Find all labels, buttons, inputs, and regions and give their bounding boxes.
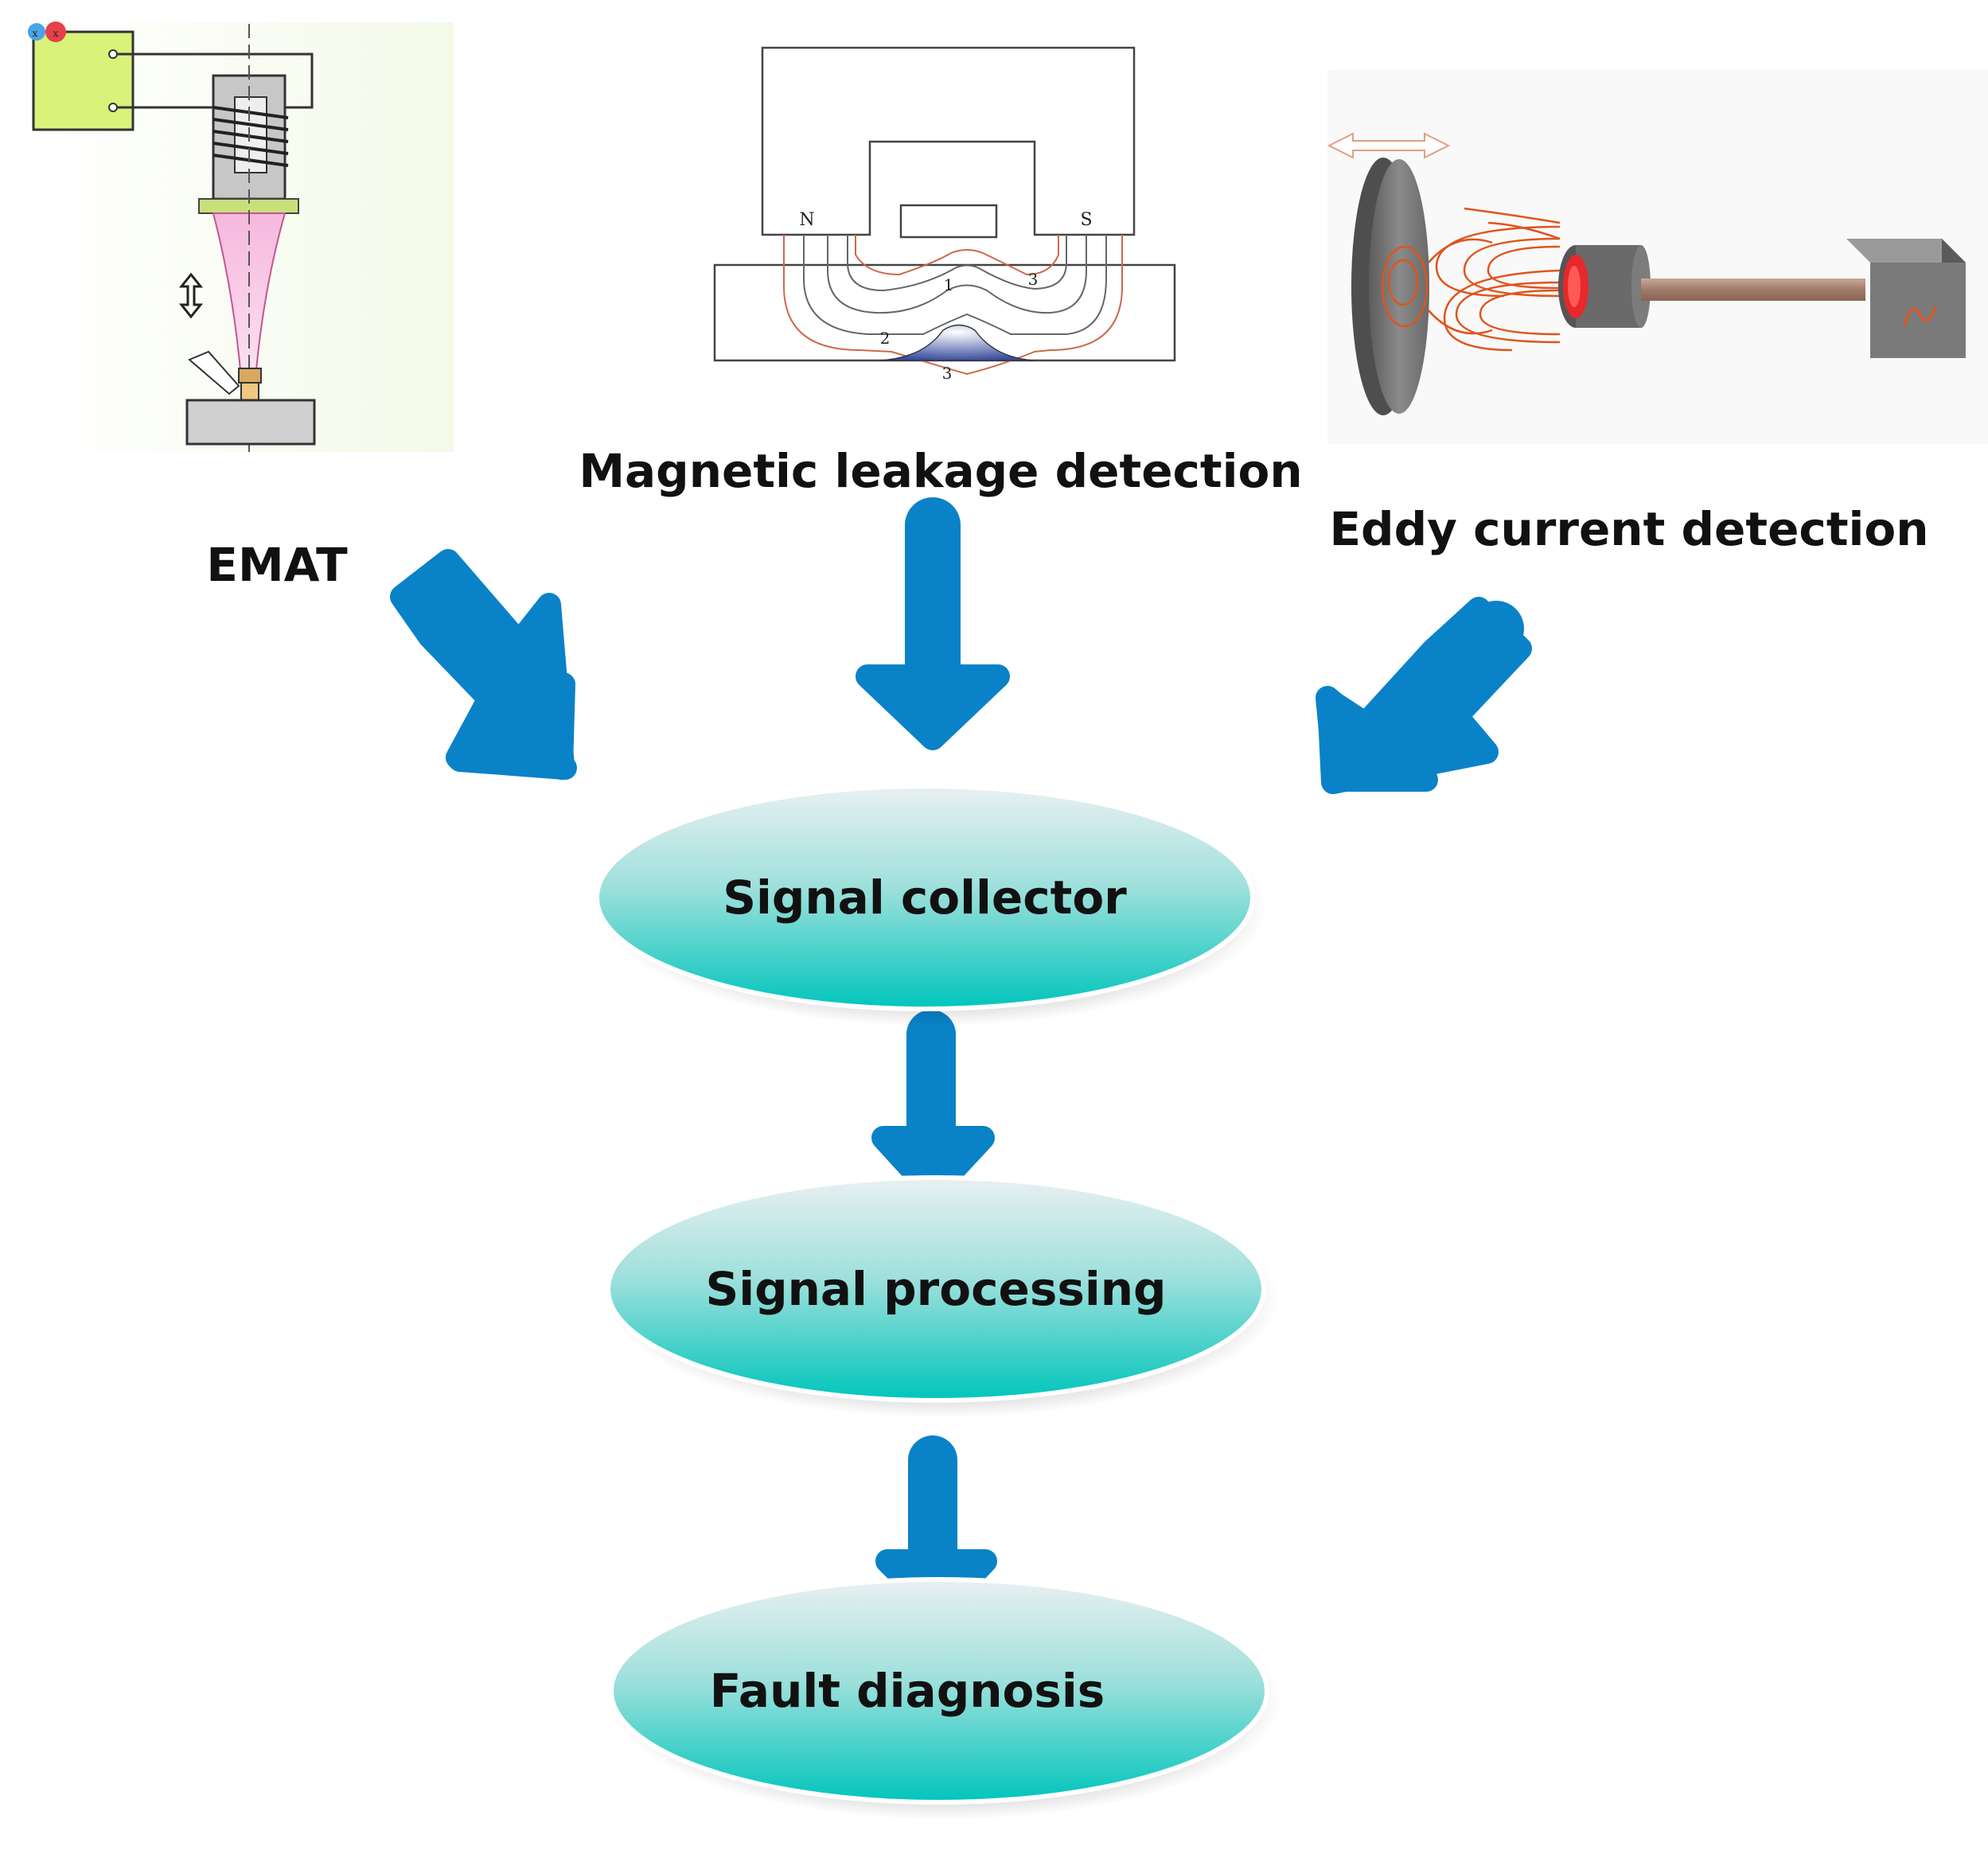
node-label-signal-collector: Signal collector [723,870,1127,925]
source-label-eddy-current: Eddy current detection [1329,502,1928,556]
emat-dot-label-left: x [33,28,38,39]
node-label-signal-processing: Signal processing [705,1262,1166,1316]
mfl-line1-label: 1 [944,275,954,294]
mfl-line3a-label: 3 [1028,270,1039,289]
mfl-north-label: N [799,210,814,230]
node-label-fault-diagnosis: Fault diagnosis [710,1664,1105,1718]
emat-workpiece [185,399,316,446]
node-signal-collector: Signal collector [594,784,1267,1026]
emat-illustration: x x [28,21,454,458]
emat-supply-box [32,30,134,131]
mfl-illustration: N S 1 2 3 3 [713,46,1176,383]
mfl-south-label: S [1080,210,1092,230]
arrow-mfl-to-collector-icon [856,497,1010,750]
arrow-eddy-shape [1317,597,1532,794]
emat-double-arrow-icon [178,272,204,319]
mfl-yoke [761,46,1136,236]
source-label-emat: EMAT [206,538,348,592]
source-label-magnetic-leakage: Magnetic leakage detection [579,444,1302,498]
mfl-defect [879,324,1035,361]
eddy-sine-icon [1903,306,1937,327]
eddy-current-loops-icon [1381,238,1493,335]
emat-coil-icon [212,106,289,167]
node-fault-diagnosis: Fault diagnosis [609,1577,1281,1820]
arrow-collector-to-processing-icon [871,1010,995,1204]
node-signal-processing: Signal processing [606,1175,1279,1418]
emat-indicator-blue-icon [28,23,45,41]
arrow-emat-shape [390,549,575,777]
emat-indicator-red-icon [45,21,66,42]
eddy-oscillation-arrow-icon [1327,132,1451,159]
emat-dot-label-right: x [53,28,59,39]
mfl-line3b-label: 3 [942,364,953,383]
eddy-illustration [1327,70,1988,444]
mfl-line2-label: 2 [880,329,891,348]
